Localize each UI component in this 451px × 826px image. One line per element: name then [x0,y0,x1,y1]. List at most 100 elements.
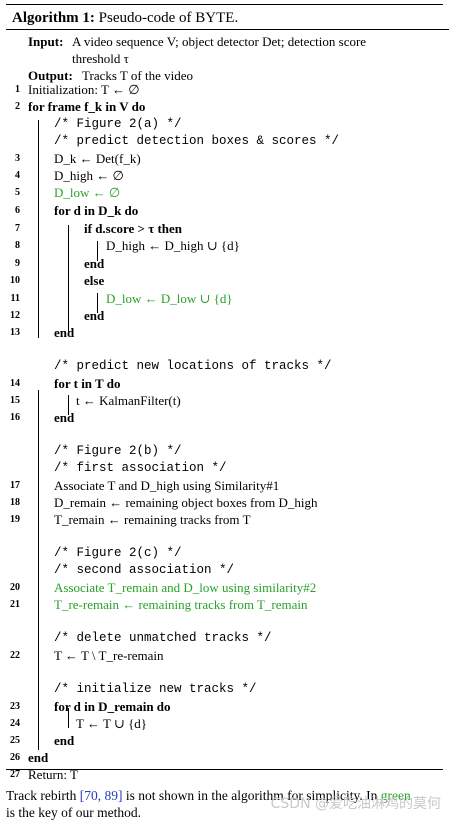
algorithm-label: Algorithm 1: [12,10,95,26]
line-text: end [84,256,105,271]
algorithm-line: /* second association */ [6,562,443,579]
line-text: /* Figure 2(b) */ [54,444,182,458]
line-number: 25 [10,735,20,746]
algorithm-line: 21 T_re-remain ← remaining tracks from T_… [6,596,443,613]
input-line-2: threshold τ [72,51,129,66]
line-text: for t in T do [54,376,121,391]
algorithm-line: /* predict new locations of tracks */ [6,358,443,375]
algorithm-line: /* Figure 2(b) */ [6,443,443,460]
algorithm-line: 20 Associate T_remain and D_low using sim… [6,579,443,596]
line-text: /* Figure 2(a) */ [54,117,182,131]
line-number: 27 [10,769,20,780]
line-number: 12 [10,310,20,321]
algorithm-line: 7 if d.score > τ then [6,220,443,237]
line-text: /* initialize new tracks */ [54,682,257,696]
algorithm-title: Algorithm 1: Pseudo-code of BYTE. [6,7,449,30]
algorithm-line: 17 Associate T and D_high using Similarit… [6,477,443,494]
algorithm-line: /* predict detection boxes & scores */ [6,133,443,150]
line-text: T ← T ∪ {d} [76,716,148,731]
algorithm-title-text: Pseudo-code of BYTE. [98,10,239,26]
line-number: 2 [15,101,20,112]
line-number: 18 [10,497,20,508]
algorithm-line: 22 T ← T \ T_re-remain [6,647,443,664]
input-line: Input: A video sequence V; object detect… [28,34,367,49]
line-text: D_low ← ∅ [54,185,121,200]
line-text: end [54,325,75,340]
line-text: Initialization: T ← ∅ [28,82,140,97]
algorithm-line: /* first association */ [6,460,443,477]
line-number: 10 [10,275,20,286]
line-text: D_low ← D_low ∪ {d} [106,291,233,306]
algorithm-line: /* initialize new tracks */ [6,681,443,698]
line-text: Associate T_remain and D_low using simil… [54,580,317,595]
algorithm-line: 10 else [6,272,443,289]
line-text: D_remain ← remaining object boxes from D… [54,495,318,510]
line-number: 11 [10,293,20,304]
algorithm-line: 11 D_low ← D_low ∪ {d} [6,290,443,307]
line-text: end [54,733,75,748]
else-block-bar [97,293,98,313]
line-text: D_high ← D_high ∪ {d} [106,238,240,253]
line-number: 7 [15,223,20,234]
line-text: /* delete unmatched tracks */ [54,631,272,645]
algorithm-line: /* Figure 2(c) */ [6,545,443,562]
line-text: for d in D_remain do [54,699,171,714]
output-text: Tracks T of the video [82,68,193,83]
algorithm-line: 25 end [6,732,443,749]
algorithm-line: /* Figure 2(a) */ [6,116,443,133]
if-block-bar [97,241,98,261]
line-text: /* predict detection boxes & scores */ [54,134,340,148]
caption-line-1: Track rebirth [70, 89] is not shown in t… [6,788,411,803]
line-text: else [84,273,105,288]
line-text: T ← T \ T_re-remain [54,648,164,663]
algorithm-line: 19 T_remain ← remaining tracks from T [6,511,443,528]
line-number: 3 [15,153,20,164]
citation-link[interactable]: [70, 89] [79,788,123,803]
line-number: 26 [10,752,20,763]
algorithm-line: /* delete unmatched tracks */ [6,630,443,647]
line-number: 15 [10,395,20,406]
for-frame-block-bar [38,120,39,338]
line-text: T_re-remain ← remaining tracks from T_re… [54,597,308,612]
for-d-remain-block-bar [68,708,69,728]
caption-line-2: is the key of our method. [6,805,141,820]
line-number: 14 [10,378,20,389]
line-text: if d.score > τ then [84,221,183,236]
line-text: t ← KalmanFilter(t) [76,393,181,408]
line-text: Associate T and D_high using Similarity#… [54,478,280,493]
line-number: 19 [10,514,20,525]
algorithm-line: 15 t ← KalmanFilter(t) [6,392,443,409]
line-text: T_remain ← remaining tracks from T [54,512,251,527]
for-t-block-bar [68,395,69,415]
algorithm-line: 26 end [6,749,443,766]
algorithm-line: 14 for t in T do [6,375,443,392]
algorithm-line: 13 end [6,324,443,341]
for-d-block-bar [68,225,69,335]
line-text: end [28,750,49,765]
algorithm-line: 1 Initialization: T ← ∅ [6,81,443,98]
line-number: 22 [10,650,20,661]
line-number: 17 [10,480,20,491]
algorithm-line: 18 D_remain ← remaining object boxes from… [6,494,443,511]
for-frame-block-bar-2 [38,390,39,750]
line-text: D_high ← ∅ [54,168,124,183]
line-number: 16 [10,412,20,423]
line-number: 4 [15,170,20,181]
algorithm-line: 16 end [6,409,443,426]
line-number: 21 [10,599,20,610]
line-number: 20 [10,582,20,593]
line-number: 1 [15,84,20,95]
input-text: A video sequence V; object detector Det;… [72,34,367,49]
line-number: 13 [10,327,20,338]
line-text: end [54,410,75,425]
algorithm-line: 4 D_high ← ∅ [6,167,443,184]
line-number: 23 [10,701,20,712]
line-text: for d in D_k do [54,203,139,218]
